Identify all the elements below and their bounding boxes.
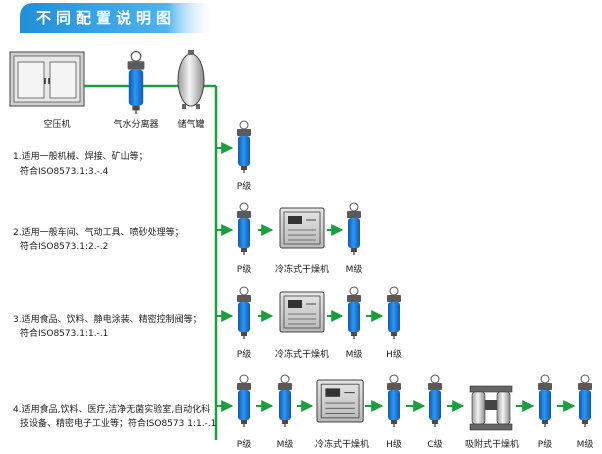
- config-3-label-ref-dryer: 冷冻式干燥机: [274, 350, 329, 360]
- config-3-line1: 3.适用食品、饮料、静电涂装、精密控制阀等；: [13, 315, 202, 325]
- p-filter-icon: [236, 286, 252, 340]
- separator-label: 气水分离器: [113, 120, 159, 130]
- config-4-label-ref-dryer: 冷冻式干燥机: [314, 440, 369, 450]
- air-compressor-icon: [9, 51, 85, 107]
- config-4-label-h: H级: [386, 440, 402, 450]
- config-3-label-p: P级: [236, 350, 252, 360]
- config-1-label-p: P级: [236, 182, 252, 192]
- config-2-label-m: M级: [345, 265, 363, 275]
- h-filter-icon: [386, 286, 402, 340]
- config-3-label-h: H级: [386, 350, 402, 360]
- config-4-label-ads-dryer: 吸附式干燥机: [464, 440, 519, 450]
- m-filter-icon: [346, 286, 362, 340]
- config-1-line2: 符合ISO8573.1:3.-.4: [20, 167, 109, 177]
- p-filter-icon: [236, 120, 252, 174]
- title-banner: [20, 3, 216, 33]
- branch-arrows: [216, 142, 234, 412]
- h-filter-icon: [386, 374, 402, 428]
- config-3-label-m: M级: [345, 350, 363, 360]
- air-tank-icon: [177, 50, 205, 109]
- config-4-flow: [236, 374, 593, 431]
- config-2-line2: 符合ISO8573.1:2.-.2: [20, 242, 109, 252]
- config-2-label-ref-dryer: 冷冻式干燥机: [274, 265, 329, 275]
- config-4-label-p: P级: [236, 440, 252, 450]
- config-4-label-m2: M级: [576, 440, 594, 450]
- refrigerated-dryer-icon: [279, 207, 325, 249]
- p-filter-icon: [236, 202, 252, 256]
- config-4-label-m: M级: [276, 440, 294, 450]
- c-filter-icon: [427, 374, 443, 428]
- p-filter-icon: [537, 374, 553, 428]
- compressor-label: 空压机: [43, 120, 71, 130]
- main-pipe: [84, 84, 218, 440]
- page-title: 不同配置说明图: [36, 9, 177, 27]
- p-filter-icon: [236, 374, 252, 428]
- config-4-line1: 4.适用食品,饮料、医疗,洁净无菌实验室,自动化科: [13, 405, 211, 415]
- m-filter-icon: [346, 202, 362, 256]
- config-4-label-c: C级: [427, 440, 443, 450]
- adsorption-dryer-icon: [469, 385, 513, 431]
- config-4-label-p2: P级: [537, 440, 553, 450]
- refrigerated-dryer-icon: [279, 291, 325, 333]
- tank-label: 储气罐: [177, 120, 205, 130]
- refrigerated-dryer-icon: [316, 379, 364, 423]
- config-3-flow: [236, 286, 402, 340]
- config-2-flow: [236, 202, 362, 256]
- config-3-line2: 符合ISO8573.1:1.-.1: [20, 329, 109, 339]
- config-2-line1: 2.适用一般车间、气动工具、喷砂处理等；: [13, 228, 184, 238]
- water-separator-icon: [126, 50, 145, 115]
- config-4-line2: 技设备、精密电子工业等；符合ISO8573 1:1.-.1: [20, 419, 217, 429]
- m-filter-icon: [277, 374, 293, 428]
- config-2-label-p: P级: [236, 265, 252, 275]
- m-filter-icon: [577, 374, 593, 428]
- config-1-flow: [236, 120, 252, 174]
- config-1-line1: 1.适用一般机械、焊接、矿山等；: [13, 152, 148, 162]
